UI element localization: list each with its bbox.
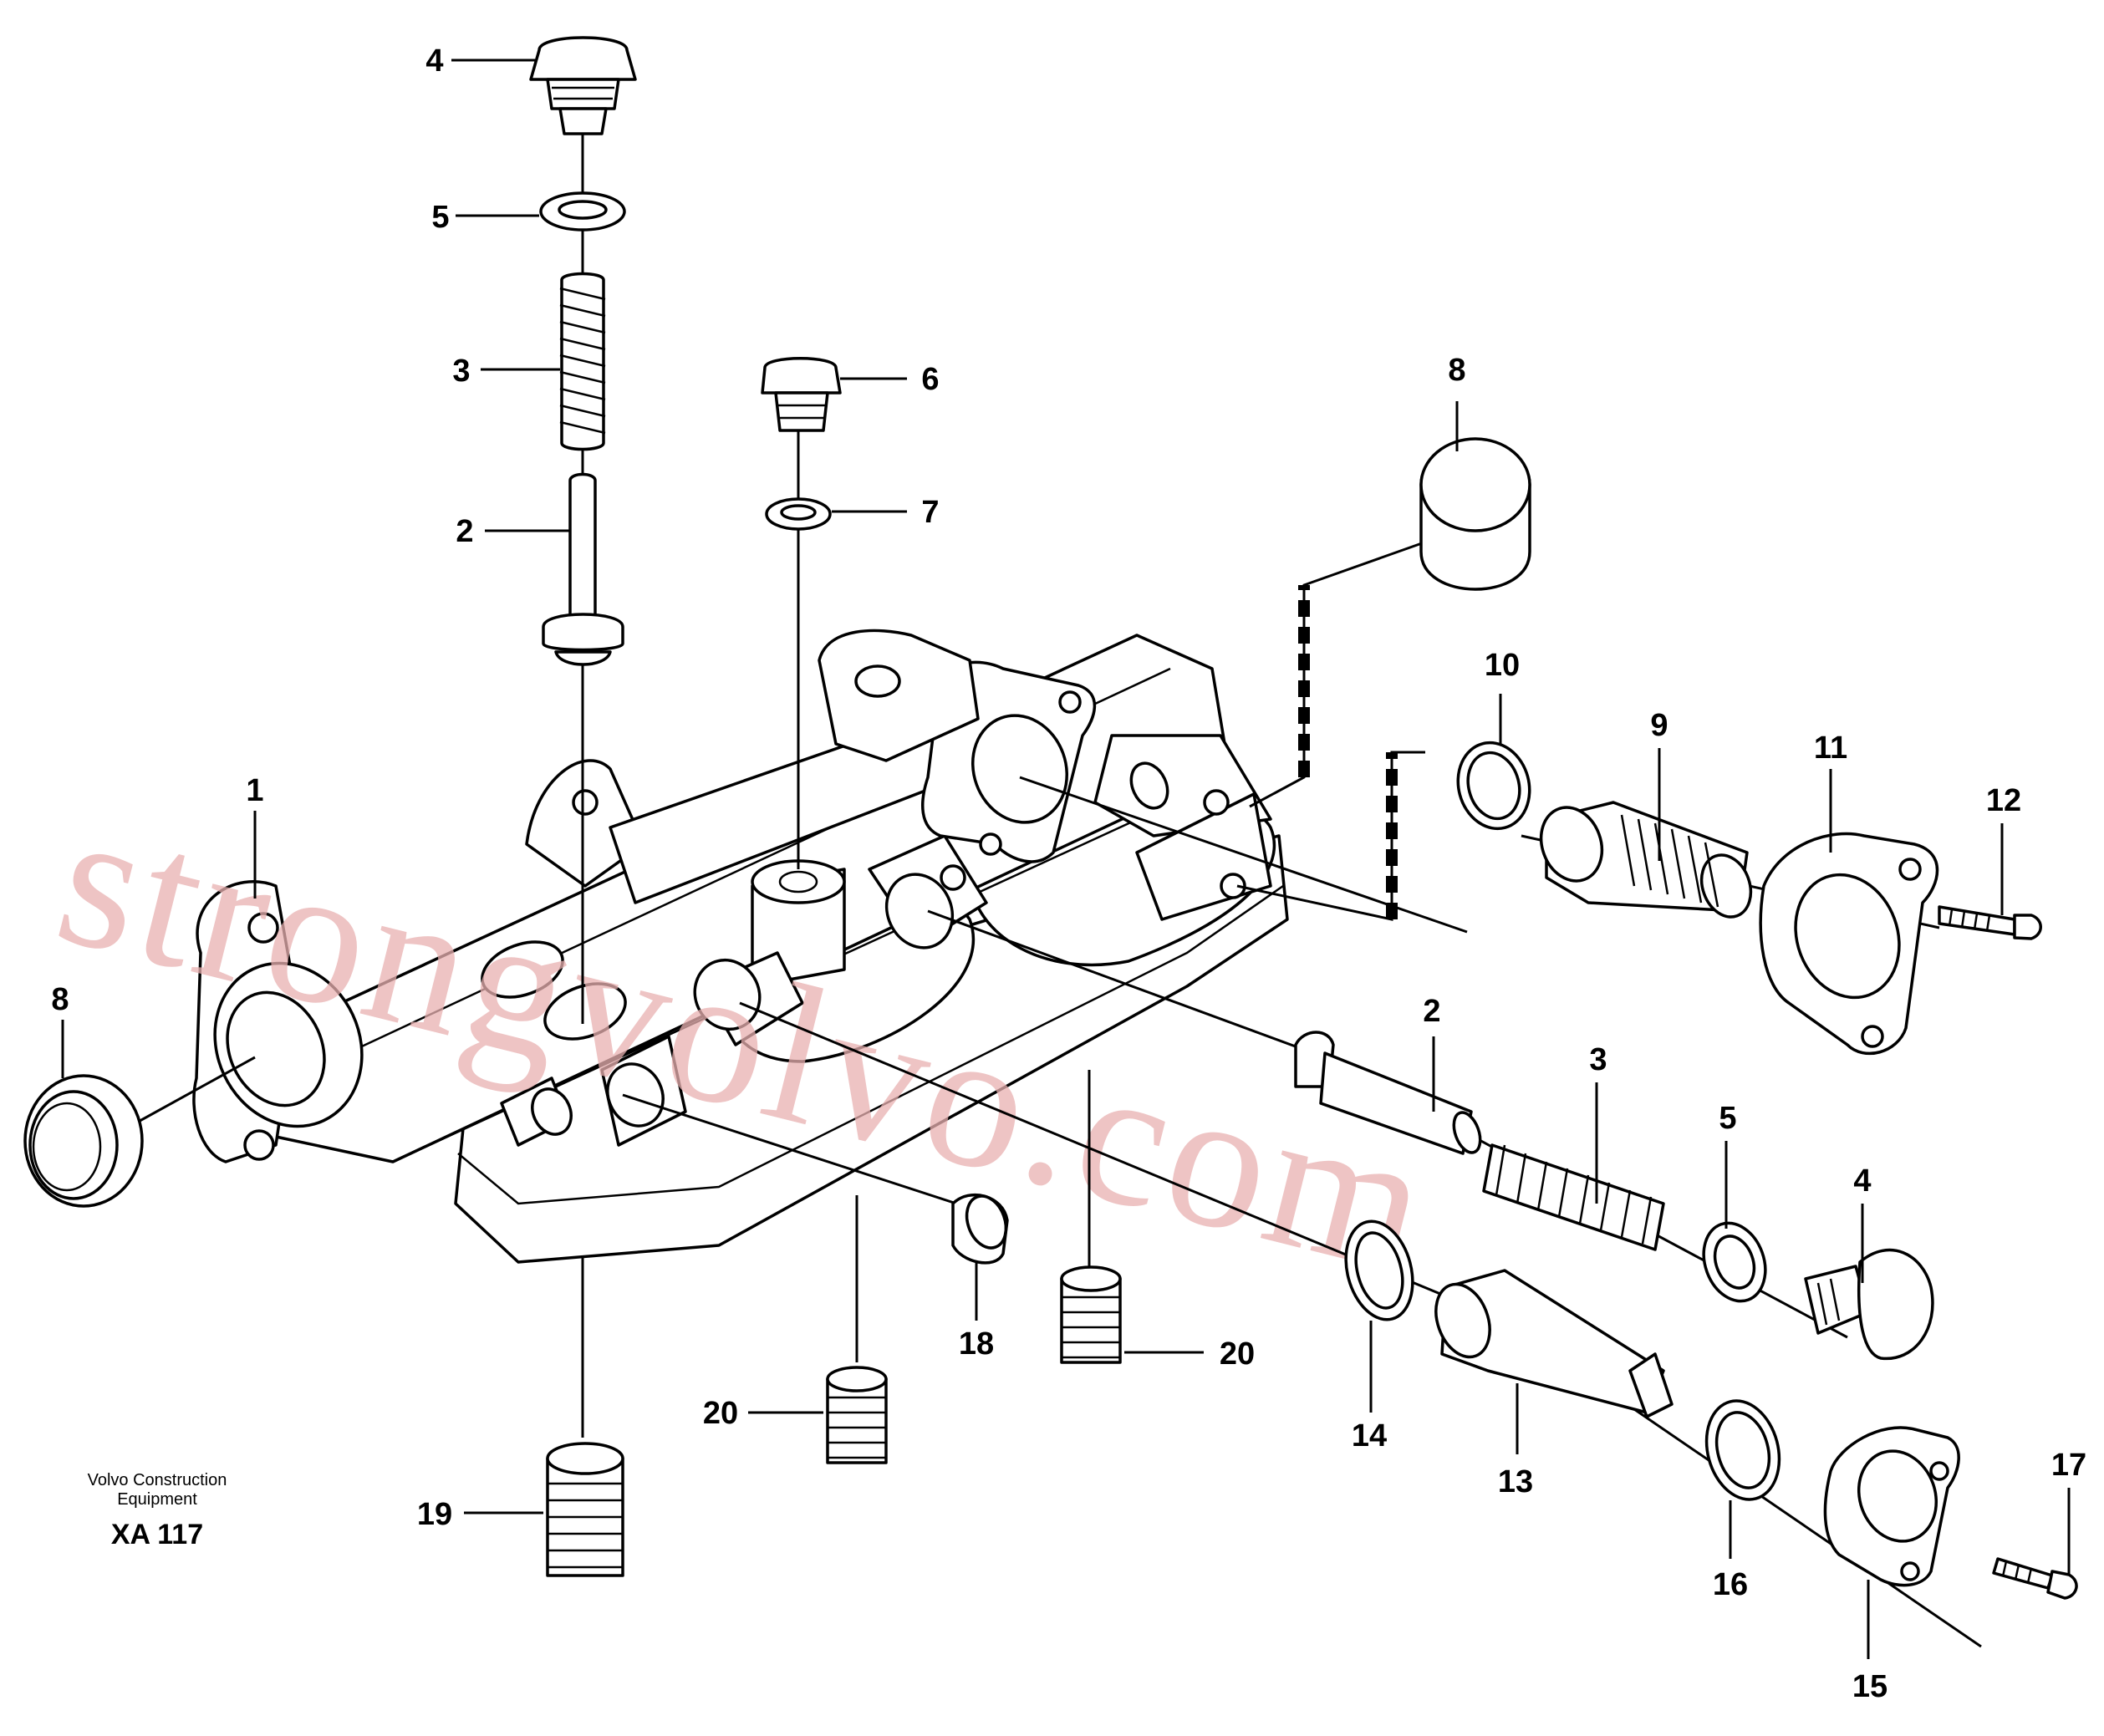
label-part-20-right: 20 — [1220, 1336, 1255, 1372]
bolt-17 — [1992, 1557, 2078, 1600]
cap-8-top — [1419, 437, 1531, 591]
callout-leaders — [61, 59, 2071, 1659]
valve-stem-2-right — [1294, 1031, 1482, 1155]
label-part-12: 12 — [1986, 783, 2021, 818]
label-part-9: 9 — [1650, 708, 1668, 743]
label-part-4-top: 4 — [425, 43, 443, 79]
figure-caption: Volvo Construction Equipment XA 117 — [88, 1471, 227, 1550]
bolt-12 — [1938, 905, 2042, 940]
label-part-11: 11 — [1814, 731, 1847, 766]
strainer-20-right — [1060, 1265, 1122, 1364]
label-part-16: 16 — [1713, 1567, 1748, 1602]
label-part-3-right: 3 — [1589, 1042, 1607, 1077]
label-part-13: 13 — [1498, 1464, 1533, 1499]
label-part-14: 14 — [1352, 1418, 1387, 1453]
strainer-19 — [546, 1442, 624, 1577]
label-part-6: 6 — [921, 362, 939, 397]
label-part-8-top: 8 — [1448, 353, 1465, 388]
piston-13 — [1434, 1269, 1674, 1418]
top-valve-stem-2 — [542, 472, 624, 666]
plug-4-right — [1804, 1248, 1934, 1361]
label-part-4-right: 4 — [1853, 1163, 1871, 1199]
strainer-20-left — [826, 1366, 888, 1464]
seal-ring-7 — [765, 497, 832, 531]
label-part-17: 17 — [2051, 1448, 2086, 1483]
label-part-3-top: 3 — [452, 354, 470, 389]
label-part-15: 15 — [1852, 1669, 1887, 1704]
seal-ring-5-right — [1702, 1221, 1767, 1303]
plug-6 — [761, 357, 842, 432]
cap-8-left — [23, 1074, 144, 1208]
callout-labels: 4 5 3 2 6 7 8 1 8 10 9 11 12 2 3 5 4 14 … — [51, 43, 2086, 1704]
label-part-5-top: 5 — [431, 200, 449, 235]
top-seal-ring-5 — [539, 191, 626, 232]
label-part-7: 7 — [921, 495, 939, 530]
label-part-2-top: 2 — [456, 514, 473, 549]
publisher-line-1: Volvo Construction — [88, 1471, 227, 1489]
spring-9 — [1539, 801, 1753, 919]
top-spring-3 — [559, 272, 606, 451]
label-part-2-right: 2 — [1423, 994, 1440, 1029]
spring-3-right — [1482, 1143, 1665, 1251]
o-ring-16 — [1704, 1399, 1781, 1501]
end-cover-15 — [1823, 1426, 1960, 1587]
o-ring-14 — [1344, 1219, 1414, 1321]
end-cover-11 — [1759, 832, 1939, 1056]
o-ring-10 — [1456, 741, 1531, 831]
label-part-1: 1 — [246, 773, 263, 808]
label-part-5-right: 5 — [1719, 1101, 1736, 1136]
label-part-18: 18 — [959, 1326, 994, 1362]
publisher-line-2: Equipment — [117, 1490, 197, 1509]
sleeve-18 — [951, 1194, 1009, 1265]
label-part-8-left: 8 — [51, 982, 69, 1017]
label-part-10: 10 — [1485, 648, 1520, 683]
figure-code: XA 117 — [111, 1519, 203, 1550]
top-plug-4 — [529, 36, 637, 135]
label-part-19: 19 — [417, 1497, 452, 1532]
label-part-20-left: 20 — [703, 1396, 738, 1431]
